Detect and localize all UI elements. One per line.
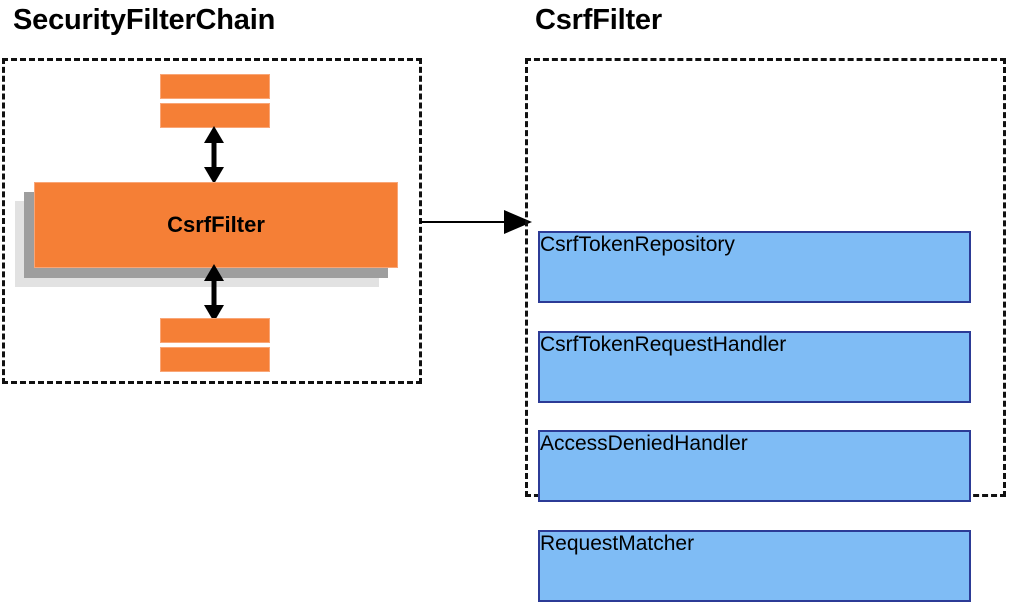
box-shadow-back [538,294,967,362]
collaborator-label: RequestMatcher [538,530,971,602]
collaborator-label: CsrfTokenRepository [538,231,971,303]
box-shadow-back [538,394,967,462]
collaborator-box[interactable]: CsrfTokenRepository [538,95,987,303]
filter-bar-below-2 [160,347,270,372]
diagram-canvas: SecurityFilterChain CsrfFilter CsrfFilte… [2,4,1006,602]
collaborator-box[interactable]: AccessDeniedHandler [538,294,987,502]
filter-bar-above-1 [160,74,270,99]
filter-bar-above-2 [160,103,270,128]
collaborator-label: AccessDeniedHandler [538,430,971,502]
left-panel-title: SecurityFilterChain [13,4,276,36]
collaborator-label: CsrfTokenRequestHandler [538,331,971,403]
box-shadow-mid [538,462,967,530]
collaborator-box[interactable]: CsrfTokenRequestHandler [538,195,987,403]
csrf-filter-label: CsrfFilter [34,182,398,268]
box-shadow-back [538,95,967,163]
double-arrow-up-icon [204,126,224,184]
collaborator-box[interactable]: RequestMatcher [538,394,987,602]
box-shadow-back [538,195,967,263]
double-arrow-down-icon [204,264,224,322]
connector-arrow-icon [420,210,532,234]
filter-bar-below-1 [160,318,270,343]
right-panel-title: CsrfFilter [535,4,662,36]
csrf-filter-box[interactable]: CsrfFilter [15,182,399,287]
